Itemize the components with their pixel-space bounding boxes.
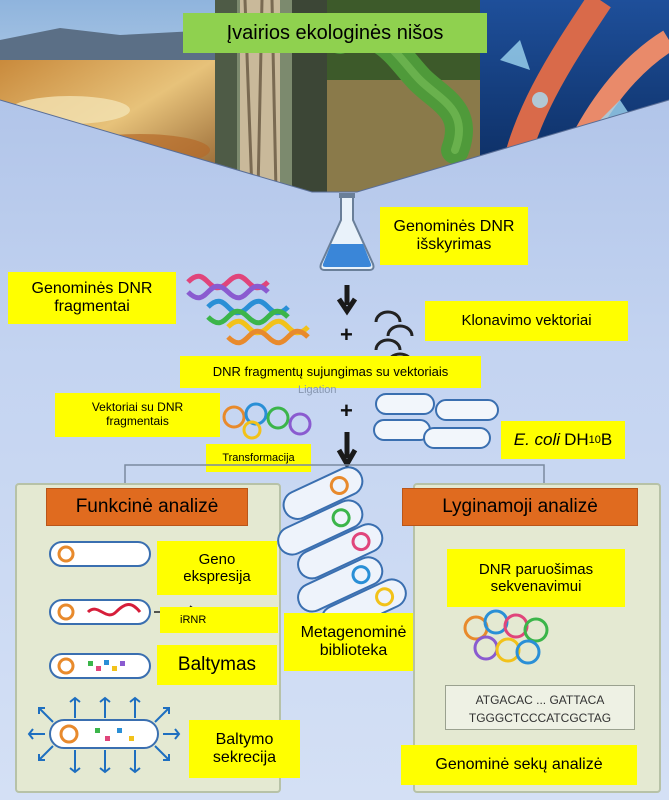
arrow-down-icon: [336, 285, 358, 316]
e-coli-strain: DH: [564, 430, 589, 450]
dna-prep-label: DNR paruošimas sekvenavimui: [447, 549, 625, 607]
cloning-vectors-label: Klonavimo vektoriai: [425, 301, 628, 341]
e-coli-cells-icon: [373, 393, 499, 449]
functional-analysis-title: Funkcinė analizė: [46, 488, 248, 526]
metagenomic-library-label: Metagenominė biblioteka: [284, 613, 423, 671]
comparative-analysis-title: Lyginamoji analizė: [402, 488, 638, 526]
flask-icon: [319, 193, 375, 271]
arrow-down-icon: [336, 432, 358, 470]
gene-expression-cell-icon: [49, 541, 151, 567]
dna-isolation-label: Genominės DNR išskyrimas: [380, 207, 528, 265]
gene-expression-label: Geno ekspresija: [157, 541, 277, 595]
transformation-label: Transformacija: [206, 444, 311, 472]
dna-fragments-label: Genominės DNR fragmentai: [8, 272, 176, 324]
vectors-with-fragments-icon: [222, 402, 312, 440]
comparative-analysis-panel: [413, 483, 661, 793]
mrna-label: iRNR: [160, 607, 278, 633]
protein-cell-icon: [49, 653, 151, 679]
e-coli-suffix: B: [600, 430, 613, 450]
e-coli-name: E. coli: [513, 430, 561, 450]
dna-rings-icon: [463, 609, 549, 665]
sequence-box: ATGACAC ... GATTACA TGGGCTCCCATCGCTAG: [445, 685, 635, 730]
page-title: Įvairios ekologinės nišos: [183, 13, 487, 53]
mrna-cell-icon: [49, 599, 200, 625]
plus-sign: +: [340, 322, 353, 347]
sequence-line-1: ATGACAC ... GATTACA: [475, 693, 605, 707]
branch-lines: [124, 464, 545, 487]
vectors-with-fragments-label: Vektoriai su DNR fragmentais: [55, 393, 220, 437]
protein-label: Baltymas: [157, 645, 277, 685]
e-coli-subscript: 10: [588, 433, 601, 446]
sequence-line-2: TGGGCTCCCATCGCTAG: [468, 711, 612, 725]
ligation-label: DNR fragmentų sujungimas su vektoriais: [180, 356, 481, 388]
ligation-faded-text: Ligation: [298, 384, 337, 396]
deep-sea-photo: [480, 0, 669, 192]
dna-fragments-icon: [186, 273, 310, 346]
genome-analysis-label: Genominė sekų analizė: [401, 745, 637, 785]
plus-sign: +: [340, 398, 353, 423]
protein-secretion-cell-icon: [27, 696, 181, 774]
protein-secretion-label: Baltymo sekrecija: [189, 720, 300, 778]
